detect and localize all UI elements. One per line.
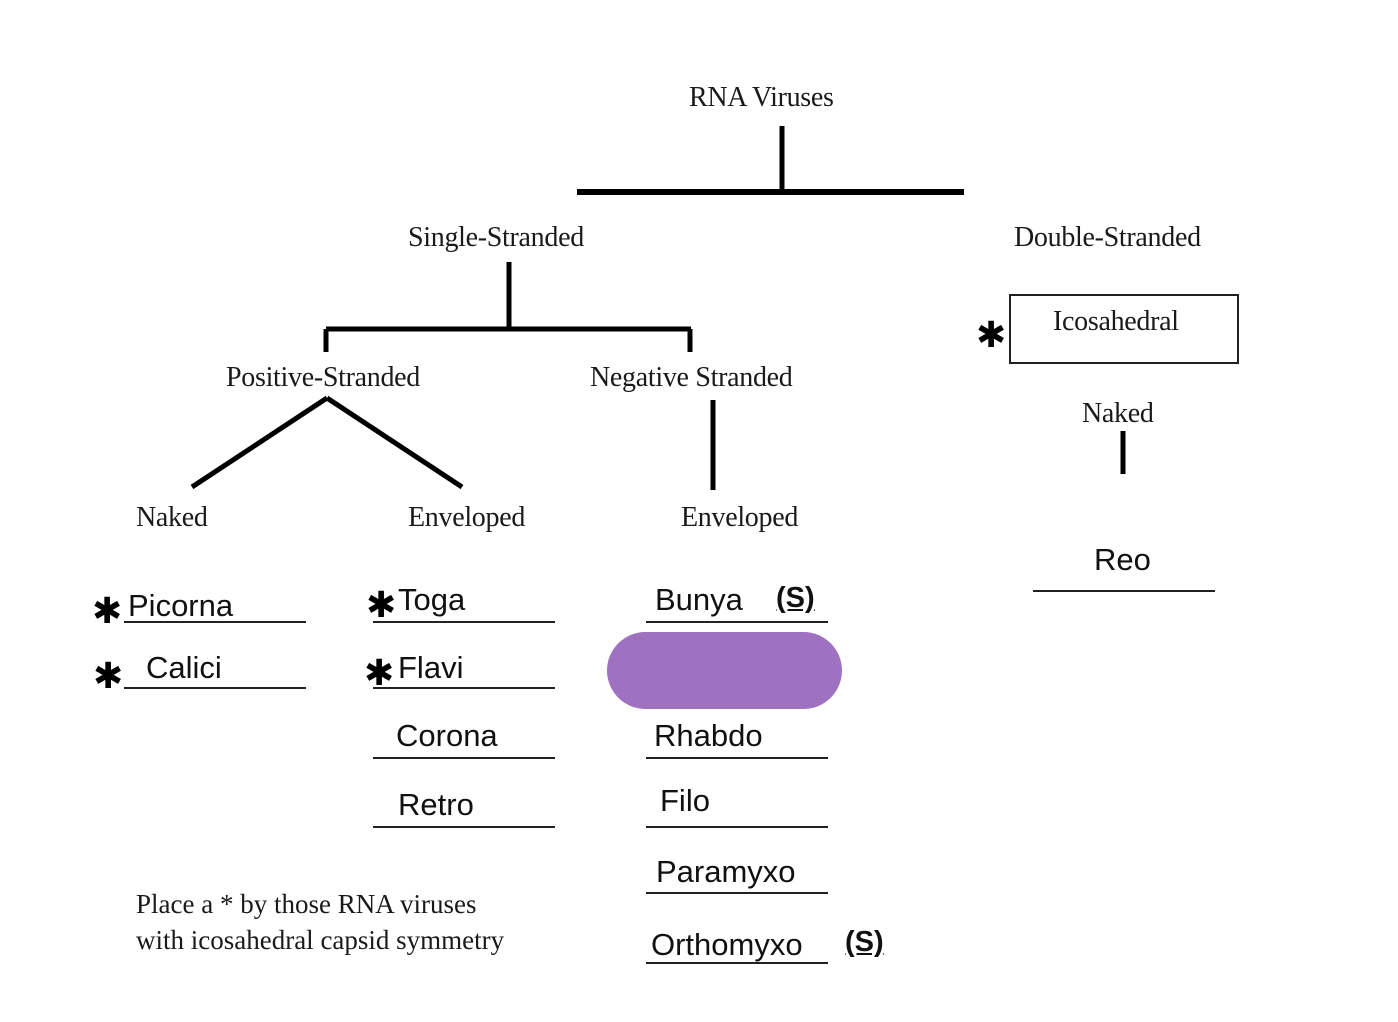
virus-picorna: Picorna — [128, 588, 234, 623]
virus-bunya: Bunya — [655, 582, 743, 617]
virus-toga: Toga — [398, 582, 466, 617]
virus-corona: Corona — [396, 718, 498, 753]
segmented-flag: (S) — [776, 582, 815, 614]
answer-blank — [373, 757, 555, 759]
root-label: RNA Viruses — [689, 82, 834, 113]
positive-stranded-label: Positive-Stranded — [226, 362, 420, 393]
answer-blank — [373, 826, 555, 828]
toga-star-icon: ✱ — [366, 585, 397, 626]
virus-rhabdo: Rhabdo — [654, 718, 763, 753]
answer-blank — [373, 621, 555, 623]
positive-enveloped-label: Enveloped — [408, 502, 526, 533]
instruction-line-2: with icosahedral capsid symmetry — [136, 925, 505, 955]
redacted-highlight — [607, 632, 842, 709]
answer-blank — [646, 826, 828, 828]
calici-star-icon: ✱ — [93, 656, 124, 697]
icosahedral-label: Icosahedral — [1053, 306, 1179, 337]
answer-blank — [646, 757, 828, 759]
icosahedral-star-icon: ✱ — [976, 315, 1007, 356]
negative-enveloped-label: Enveloped — [681, 502, 799, 533]
answer-blank — [646, 962, 828, 964]
answer-blank — [373, 687, 555, 689]
single-stranded-label: Single-Stranded — [408, 222, 584, 253]
virus-flavi: Flavi — [398, 650, 464, 685]
virus-calici: Calici — [146, 650, 222, 685]
answer-blank — [646, 892, 828, 894]
virus-retro: Retro — [398, 787, 474, 822]
flavi-star-icon: ✱ — [364, 653, 395, 694]
positive-naked-branch — [190, 395, 329, 490]
virus-paramyxo: Paramyxo — [656, 854, 796, 889]
answer-blank — [1033, 590, 1215, 592]
picorna-star-icon: ✱ — [92, 591, 123, 632]
negative-stranded-label: Negative Stranded — [590, 362, 793, 393]
double-naked-label: Naked — [1082, 398, 1154, 429]
instruction-line-1: Place a * by those RNA viruses — [136, 889, 477, 919]
segmented-flag: (S) — [845, 926, 884, 958]
virus-reo: Reo — [1094, 542, 1151, 577]
virus-orthomyxo: Orthomyxo — [651, 927, 803, 962]
answer-blank — [124, 687, 306, 689]
positive-enveloped-branch — [325, 395, 464, 490]
icosahedral-box: Icosahedral — [1009, 294, 1239, 364]
answer-blank — [646, 621, 828, 623]
answer-blank — [124, 621, 306, 623]
positive-naked-label: Naked — [136, 502, 208, 533]
double-stranded-label: Double-Stranded — [1014, 222, 1201, 253]
instruction-note: Place a * by those RNA viruses with icos… — [136, 886, 504, 958]
virus-filo: Filo — [660, 783, 710, 818]
